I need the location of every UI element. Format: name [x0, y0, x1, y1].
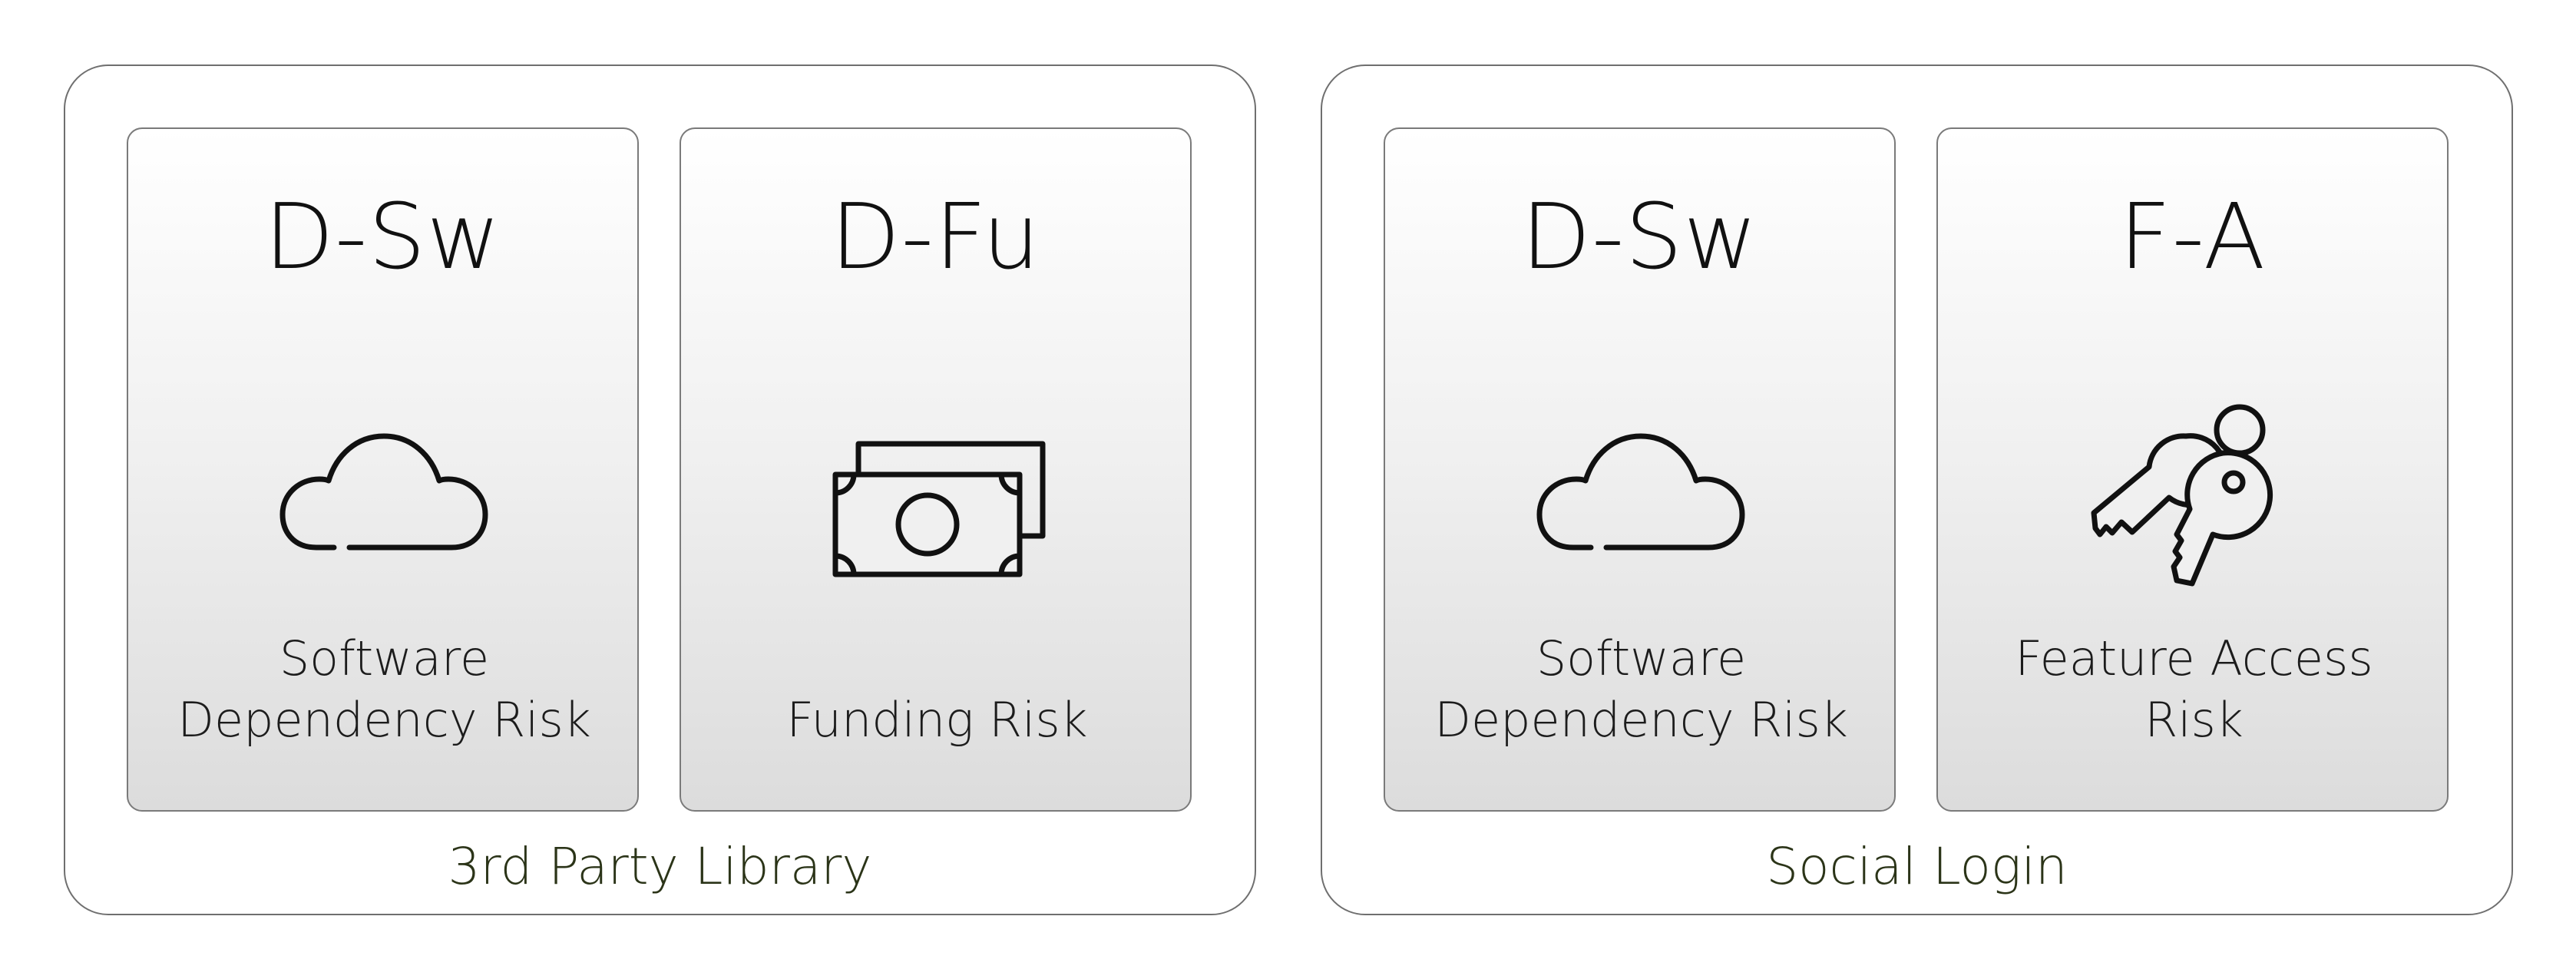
risk-name-line: Software [279, 630, 490, 686]
risk-name-line: Funding Risk [786, 692, 1088, 748]
group-label: 3rd Party Library [448, 837, 872, 896]
risk-card-software-dependency: D-Sw Software Dependency Risk [127, 127, 639, 812]
risk-name-line: Software [1536, 630, 1747, 686]
risk-card-software-dependency: D-Sw Software Dependency Risk [1384, 127, 1896, 812]
risk-name-line: Risk [2144, 692, 2244, 748]
risk-name: Software Dependency Risk [144, 620, 625, 751]
risk-code: D-Fu [830, 184, 1041, 289]
risk-name: Feature Access Risk [1953, 620, 2435, 751]
risk-name-line: Dependency Risk [177, 692, 591, 748]
risk-code: F-A [2118, 184, 2267, 289]
group-3rd-party-library: D-Sw Software Dependency Risk D-Fu [64, 64, 1256, 915]
risk-code: D-Sw [264, 184, 501, 289]
risk-code: D-Sw [1521, 184, 1758, 289]
risk-card-funding: D-Fu Funding Risk [680, 127, 1192, 812]
risk-name: Funding Risk [696, 620, 1178, 751]
money-icon [822, 382, 1052, 613]
group-label: Social Login [1766, 837, 2068, 896]
cloud-icon [1526, 382, 1756, 613]
risk-name-line: Feature Access [2015, 630, 2373, 686]
risk-card-feature-access: F-A Feature Access Risk [1936, 127, 2449, 812]
group-social-login: D-Sw Software Dependency Risk F-A [1321, 64, 2513, 915]
risk-name: Software Dependency Risk [1400, 620, 1882, 751]
risk-name-line: Dependency Risk [1434, 692, 1848, 748]
cloud-icon [269, 382, 499, 613]
keys-icon [2078, 382, 2309, 613]
